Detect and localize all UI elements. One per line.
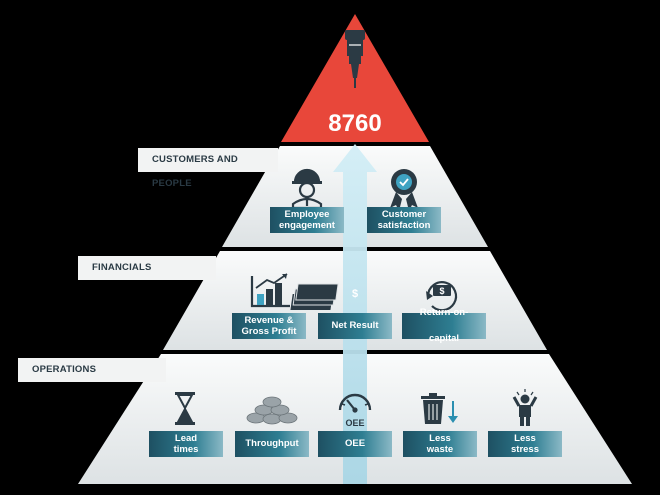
trash-bin-icon	[421, 393, 458, 424]
stressed-person-icon	[512, 389, 538, 426]
parts-pile-icon	[246, 396, 298, 425]
tag-return-on-capital: Return-on-capital	[402, 307, 486, 344]
level-label-financials: FINANCIALS	[78, 256, 216, 280]
svg-text:$: $	[439, 286, 444, 296]
tag-revenue-gross-profit: Revenue &Gross Profit	[232, 313, 306, 339]
cash-stack-icon: $	[290, 283, 358, 310]
money-cycle-icon: $	[426, 281, 458, 312]
worker-helmet-icon	[291, 168, 323, 210]
level-label-operations: OPERATIONS	[18, 358, 166, 382]
svg-text:$: $	[352, 288, 358, 300]
level-label-customers: CUSTOMERS AND PEOPLE	[138, 148, 278, 189]
gauge-icon: OEE	[338, 393, 372, 428]
hourglass-icon	[175, 392, 195, 425]
tag-net-result: Net Result	[318, 313, 392, 339]
tag-throughput: Throughput	[235, 431, 309, 457]
bar-chart-icon	[250, 273, 290, 308]
tag-oee: OEE	[318, 431, 392, 457]
cnc-spindle-icon	[345, 30, 365, 88]
award-badge-icon	[390, 169, 418, 211]
gauge-label: OEE	[345, 418, 364, 428]
apex-value: 8760	[328, 110, 382, 137]
